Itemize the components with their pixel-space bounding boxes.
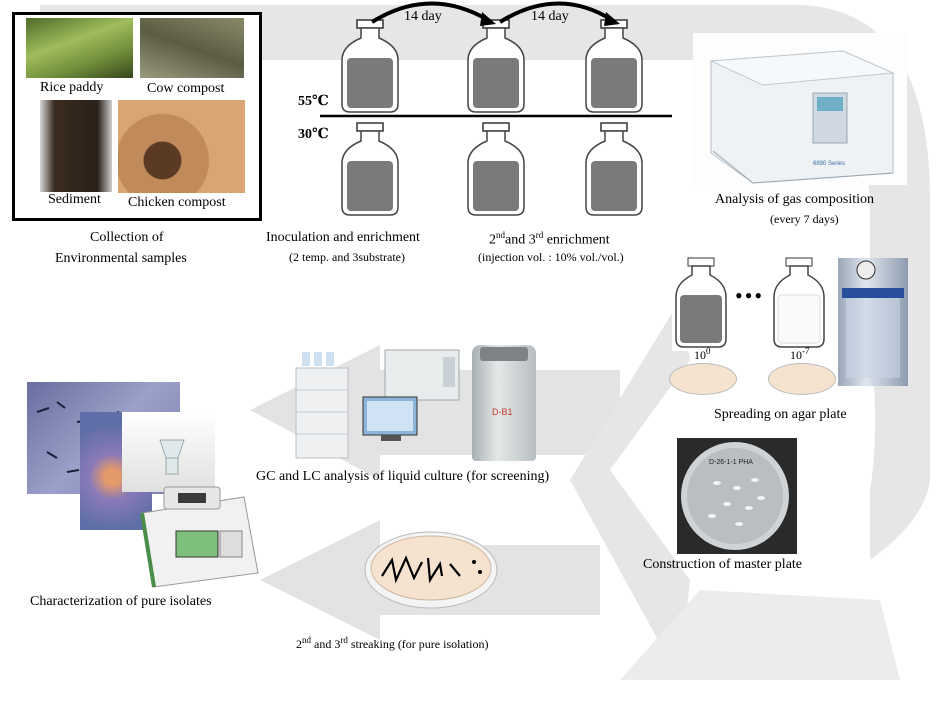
gc-system-photo — [355, 345, 465, 445]
svg-text:D-26-1-1 PHA: D-26-1-1 PHA — [709, 459, 753, 466]
right-chevron-arrow — [570, 300, 690, 680]
lc-system-photo — [290, 350, 360, 462]
dilution-bottles — [672, 255, 832, 351]
chicken-compost-label: Chicken compost — [128, 195, 226, 210]
enrichment-caption: 2ndand 3rd enrichment — [489, 230, 610, 248]
streak-plate — [362, 528, 500, 610]
screening-caption: GC and LC analysis of liquid culture (fo… — [256, 469, 550, 484]
bottle-30-2 — [467, 122, 525, 216]
streak-caption: 2nd and 3rd streaking (for pure isolatio… — [296, 635, 489, 651]
bottle-55-3 — [585, 19, 643, 113]
sediment-label: Sediment — [48, 192, 101, 207]
spreading-caption: Spreading on agar plate — [714, 407, 847, 422]
bottle-30-3 — [585, 122, 643, 216]
inoculation-caption: Inoculation and enrichment — [266, 230, 420, 245]
pcr-machine-photo — [134, 483, 262, 591]
cow-compost-label: Cow compost — [147, 81, 225, 96]
gas-chromatograph: 6890 Series — [693, 33, 907, 185]
filter-photo — [122, 412, 215, 492]
streak-lines — [381, 555, 461, 584]
transfer-arrow-2 — [498, 1, 614, 24]
bottle-55-2 — [467, 19, 525, 113]
temp-high-label: 55℃ — [298, 94, 329, 109]
interval-label-2: 14 day — [531, 9, 569, 24]
enrichment-bottles — [320, 1, 672, 216]
dilution-first-label: 100 — [694, 346, 711, 362]
sediment-photo — [40, 100, 112, 192]
temp-low-label: 30℃ — [298, 127, 329, 142]
cow-compost-photo — [140, 18, 244, 78]
agar-plate-2 — [768, 363, 836, 395]
agar-plate-1 — [669, 363, 737, 395]
rice-paddy-photo — [26, 18, 133, 78]
inoculation-subcaption: (2 temp. and 3substrate) — [289, 250, 405, 264]
left-return-arrow — [620, 590, 900, 680]
bottle-55-1 — [341, 19, 399, 113]
anaerobic-jar — [838, 258, 908, 386]
dilution-last-label: 10-7 — [790, 346, 810, 362]
svg-text:D-B1: D-B1 — [492, 407, 513, 417]
master-plate-photo: D-26-1-1 PHA — [677, 438, 797, 554]
dilution-ellipsis: ••• — [735, 283, 765, 308]
master-plate-caption: Construction of master plate — [643, 557, 803, 572]
collection-caption-1: Collection of — [90, 230, 164, 245]
enrichment-subcaption: (injection vol. : 10% vol./vol.) — [478, 250, 624, 264]
transfer-arrow-1 — [370, 1, 490, 24]
gas-caption: Analysis of gas composition — [715, 192, 875, 207]
culture-vial-photo: D-B1 — [472, 345, 536, 461]
chicken-compost-photo — [118, 100, 245, 193]
collection-caption-2: Environmental samples — [55, 251, 187, 266]
gas-subcaption: (every 7 days) — [770, 212, 839, 226]
rice-paddy-label: Rice paddy — [40, 80, 104, 95]
svg-text:6890 Series: 6890 Series — [813, 161, 845, 167]
characterization-caption: Characterization of pure isolates — [30, 594, 212, 609]
bottle-30-1 — [341, 122, 399, 216]
interval-label-1: 14 day — [404, 9, 442, 24]
